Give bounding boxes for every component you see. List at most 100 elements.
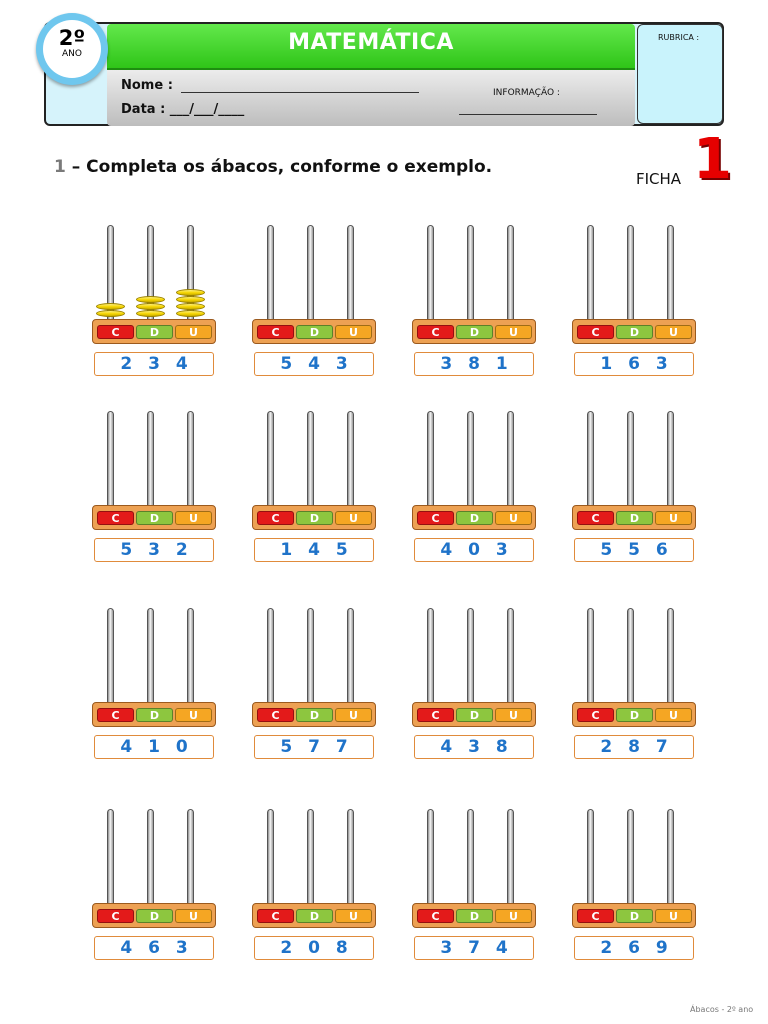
tens-rod[interactable] xyxy=(467,411,474,508)
number-box: 5 7 7 xyxy=(254,735,374,759)
hundreds-rod[interactable] xyxy=(107,608,114,705)
units-label: U xyxy=(655,511,692,525)
hundreds-rod[interactable] xyxy=(587,809,594,906)
hundreds-rod[interactable] xyxy=(427,411,434,508)
units-rod[interactable] xyxy=(507,608,514,705)
number-box: 5 5 6 xyxy=(574,538,694,562)
units-rod[interactable] xyxy=(667,225,674,322)
bead xyxy=(176,310,205,317)
tens-rod[interactable] xyxy=(467,608,474,705)
hundreds-rod[interactable] xyxy=(427,809,434,906)
rubric-box[interactable]: RUBRICA : xyxy=(637,24,723,124)
tens-rod[interactable] xyxy=(627,225,634,322)
page-title: MATEMÁTICA xyxy=(288,30,454,55)
number-box: 4 6 3 xyxy=(94,936,214,960)
tens-rod[interactable] xyxy=(307,411,314,508)
tens-rod[interactable] xyxy=(307,225,314,322)
units-rod[interactable] xyxy=(507,809,514,906)
tens-rod[interactable] xyxy=(627,608,634,705)
tens-rod[interactable] xyxy=(147,809,154,906)
units-label: U xyxy=(335,909,372,923)
units-rod[interactable] xyxy=(667,809,674,906)
hundreds-label: C xyxy=(257,325,294,339)
hundreds-rod[interactable] xyxy=(267,411,274,508)
units-rod[interactable] xyxy=(347,809,354,906)
hundreds-rod[interactable] xyxy=(267,608,274,705)
units-label: U xyxy=(495,511,532,525)
tens-label: D xyxy=(136,909,173,923)
tens-label: D xyxy=(296,708,333,722)
info-field[interactable] xyxy=(459,114,597,115)
units-rod[interactable] xyxy=(507,411,514,508)
header-title-bar: MATEMÁTICA xyxy=(107,24,635,70)
units-rod[interactable] xyxy=(187,809,194,906)
units-rod[interactable] xyxy=(667,608,674,705)
tens-rod[interactable] xyxy=(627,809,634,906)
units-rod[interactable] xyxy=(187,608,194,705)
hundreds-rod[interactable] xyxy=(107,809,114,906)
header-info-area: Nome : Data : ___/___/____ INFORMAÇÃO : xyxy=(107,70,635,126)
hundreds-rod[interactable] xyxy=(267,225,274,322)
hundreds-label: C xyxy=(417,909,454,923)
tens-rod[interactable] xyxy=(467,225,474,322)
abacus-number: 1 4 5 xyxy=(280,540,353,560)
hundreds-label: C xyxy=(417,511,454,525)
number-box: 3 7 4 xyxy=(414,936,534,960)
units-rod[interactable] xyxy=(507,225,514,322)
hundreds-rod[interactable] xyxy=(267,809,274,906)
hundreds-rod[interactable] xyxy=(427,225,434,322)
tens-rod[interactable] xyxy=(147,411,154,508)
abacus-number: 2 0 8 xyxy=(280,938,353,958)
number-box: 4 0 3 xyxy=(414,538,534,562)
tens-rod[interactable] xyxy=(307,608,314,705)
tens-label: D xyxy=(136,325,173,339)
units-rod[interactable] xyxy=(187,411,194,508)
number-box: 1 6 3 xyxy=(574,352,694,376)
hundreds-rod[interactable] xyxy=(587,225,594,322)
tens-label: D xyxy=(456,511,493,525)
hundreds-label: C xyxy=(577,708,614,722)
abacus-number: 4 0 3 xyxy=(440,540,513,560)
hundreds-rod[interactable] xyxy=(427,608,434,705)
units-rod[interactable] xyxy=(347,225,354,322)
hundreds-rod[interactable] xyxy=(587,608,594,705)
name-field[interactable] xyxy=(181,92,419,93)
hundreds-rod[interactable] xyxy=(107,411,114,508)
tens-rod[interactable] xyxy=(467,809,474,906)
tens-rod[interactable] xyxy=(307,809,314,906)
tens-label: D xyxy=(616,708,653,722)
ficha-number: 1 xyxy=(693,127,732,192)
units-rod[interactable] xyxy=(667,411,674,508)
units-rod[interactable] xyxy=(347,608,354,705)
hundreds-label: C xyxy=(97,909,134,923)
tens-label: D xyxy=(456,909,493,923)
tens-rod[interactable] xyxy=(147,608,154,705)
units-rod[interactable] xyxy=(347,411,354,508)
hundreds-rod[interactable] xyxy=(587,411,594,508)
tens-rod[interactable] xyxy=(627,411,634,508)
